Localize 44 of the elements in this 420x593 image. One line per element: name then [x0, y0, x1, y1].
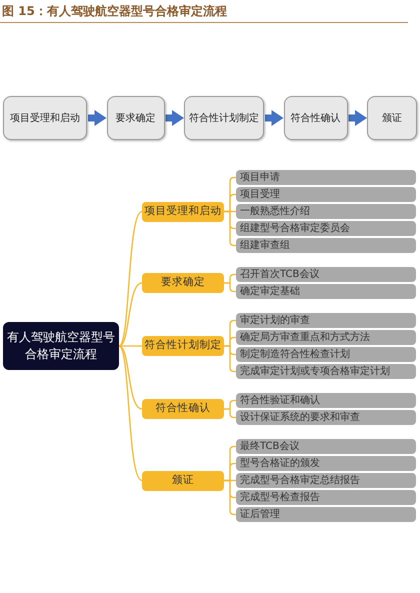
leaf-node: 证后管理: [236, 507, 416, 522]
leaf-node: 完成审定计划或专项合格审定计划: [236, 364, 416, 379]
block-arrow: [166, 110, 184, 126]
leaf-node: 完成型号合格审定总结报告: [236, 473, 416, 488]
leaf-node: 一般熟悉性介绍: [236, 204, 416, 219]
branch-node: 要求确定: [142, 273, 224, 293]
block-arrow: [348, 110, 367, 126]
branch-node: 符合性确认: [142, 399, 224, 419]
leaf-node: 制定制造符合性检查计划: [236, 347, 416, 362]
branch-node: 颁证: [142, 470, 224, 490]
leaf-node: 组建型号合格审定委员会: [236, 221, 416, 236]
connector-line: [224, 345, 236, 372]
connector-line: [120, 345, 142, 347]
block-arrow: [88, 110, 106, 126]
process-box: 符合性计划制定: [184, 96, 264, 140]
leaf-node: 完成型号检查报告: [236, 490, 416, 505]
connector-line: [224, 480, 236, 516]
process-box: 符合性确认: [284, 96, 348, 140]
connector-line: [118, 346, 142, 482]
connector-line: [224, 282, 236, 292]
leaf-node: 组建审查组: [236, 238, 416, 253]
leaf-node: 确定局方审查重点和方式方法: [236, 330, 416, 345]
leaf-node: 项目受理: [236, 187, 416, 202]
connector-line: [224, 408, 236, 418]
process-box: 要求确定: [106, 96, 164, 140]
leaf-node: 符合性验证和确认: [236, 393, 416, 408]
leaf-node: 召开首次TCB会议: [236, 267, 416, 282]
leaf-node: 审定计划的审查: [236, 313, 416, 328]
branch-node: 项目受理和启动: [142, 202, 224, 222]
block-arrow: [265, 110, 284, 126]
leaf-node: 设计保证系统的要求和审查: [236, 410, 416, 425]
process-box: 颁证: [367, 96, 417, 140]
leaf-node: 确定审定基础: [236, 284, 416, 299]
connector-line: [118, 345, 142, 410]
leaf-node: 型号合格证的颁发: [236, 456, 416, 471]
connector-line: [118, 282, 142, 347]
leaf-node: 最终TCB会议: [236, 439, 416, 454]
leaf-node: 项目申请: [236, 170, 416, 185]
connector-line: [118, 210, 142, 346]
process-box: 项目受理和启动: [3, 96, 87, 140]
connector-line: [224, 210, 236, 246]
root-node: 有人驾驶航空器型号合格审定流程: [3, 322, 119, 370]
branch-node: 符合性计划制定: [142, 336, 224, 356]
figure-title: 图 15：有人驾驶航空器型号合格审定流程: [2, 3, 227, 20]
